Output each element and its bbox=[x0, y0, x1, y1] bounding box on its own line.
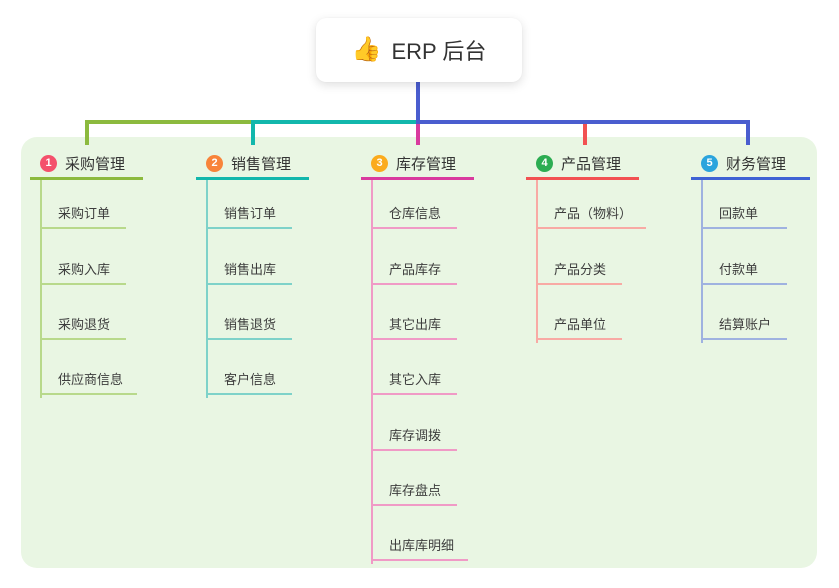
connector-finance-segment bbox=[416, 120, 750, 124]
connector-drop-inventory bbox=[416, 120, 420, 145]
root-node[interactable]: 👍 ERP 后台 bbox=[316, 18, 522, 82]
sub-list-vline bbox=[536, 177, 538, 343]
branch-heading-finance[interactable]: 5 财务管理 bbox=[691, 150, 810, 180]
sub-item-purchase-4[interactable]: 供应商信息 bbox=[40, 340, 138, 396]
sub-list-vline bbox=[371, 177, 373, 565]
sub-item-sales-2[interactable]: 销售出库 bbox=[206, 229, 292, 285]
sub-list-sales: 销售订单销售出库销售退货客户信息 bbox=[206, 174, 292, 399]
connector-drop-purchase bbox=[85, 120, 89, 145]
sub-item-product-3[interactable]: 产品单位 bbox=[536, 285, 622, 340]
branch-label: 财务管理 bbox=[726, 156, 787, 173]
branch-number-badge: 4 bbox=[536, 155, 553, 172]
connector-drop-finance bbox=[746, 120, 750, 145]
sub-item-sales-3[interactable]: 销售退货 bbox=[206, 285, 292, 340]
connector-root-stem bbox=[416, 82, 420, 122]
sub-list-vline bbox=[701, 177, 703, 343]
sub-item-inventory-7[interactable]: 出库库明细 bbox=[371, 506, 469, 562]
sub-list-inventory: 仓库信息产品库存其它出库其它入库库存调拨库存盘点出库库明细 bbox=[371, 174, 469, 565]
branch-heading-inventory[interactable]: 3 库存管理 bbox=[361, 150, 474, 180]
branch-number-badge: 3 bbox=[371, 155, 388, 172]
branch-label: 销售管理 bbox=[231, 156, 292, 173]
sub-item-purchase-2[interactable]: 采购入库 bbox=[40, 229, 126, 285]
sub-item-inventory-6[interactable]: 库存盘点 bbox=[371, 451, 457, 506]
branch-heading-sales[interactable]: 2 销售管理 bbox=[196, 150, 309, 180]
branch-number-badge: 1 bbox=[40, 155, 57, 172]
connector-drop-sales bbox=[251, 120, 255, 145]
sub-item-sales-4[interactable]: 客户信息 bbox=[206, 340, 292, 396]
branch-heading-product[interactable]: 4 产品管理 bbox=[526, 150, 639, 180]
root-label: ERP 后台 bbox=[391, 39, 487, 64]
sub-item-product-2[interactable]: 产品分类 bbox=[536, 229, 622, 285]
sub-list-vline bbox=[206, 177, 208, 399]
sub-item-finance-1[interactable]: 回款单 bbox=[701, 174, 787, 230]
thumbs-up-icon: 👍 bbox=[351, 36, 382, 63]
sub-item-inventory-3[interactable]: 其它出库 bbox=[371, 285, 457, 340]
sub-item-inventory-4[interactable]: 其它入库 bbox=[371, 340, 457, 396]
connector-purchase-segment bbox=[85, 120, 251, 124]
connector-drop-product bbox=[583, 120, 587, 145]
sub-list-finance: 回款单付款单结算账户 bbox=[701, 174, 787, 343]
branch-number-badge: 2 bbox=[206, 155, 223, 172]
sub-item-finance-2[interactable]: 付款单 bbox=[701, 229, 787, 285]
sub-item-purchase-1[interactable]: 采购订单 bbox=[40, 174, 126, 230]
branch-heading-purchase[interactable]: 1 采购管理 bbox=[30, 150, 143, 180]
branches-panel bbox=[21, 137, 817, 568]
branch-label: 产品管理 bbox=[561, 156, 622, 173]
sub-list-purchase: 采购订单采购入库采购退货供应商信息 bbox=[40, 174, 138, 399]
sub-list-product: 产品（物料）产品分类产品单位 bbox=[536, 174, 647, 343]
sub-item-inventory-1[interactable]: 仓库信息 bbox=[371, 174, 457, 230]
branch-number-badge: 5 bbox=[701, 155, 718, 172]
connector-sales-segment bbox=[251, 120, 416, 124]
sub-item-purchase-3[interactable]: 采购退货 bbox=[40, 285, 126, 340]
branch-label: 库存管理 bbox=[396, 156, 457, 173]
sub-item-inventory-2[interactable]: 产品库存 bbox=[371, 229, 457, 285]
branch-label: 采购管理 bbox=[65, 156, 126, 173]
sub-item-inventory-5[interactable]: 库存调拨 bbox=[371, 395, 457, 451]
sub-item-sales-1[interactable]: 销售订单 bbox=[206, 174, 292, 230]
sub-item-product-1[interactable]: 产品（物料） bbox=[536, 174, 647, 230]
sub-list-vline bbox=[40, 177, 42, 399]
sub-item-finance-3[interactable]: 结算账户 bbox=[701, 285, 787, 340]
